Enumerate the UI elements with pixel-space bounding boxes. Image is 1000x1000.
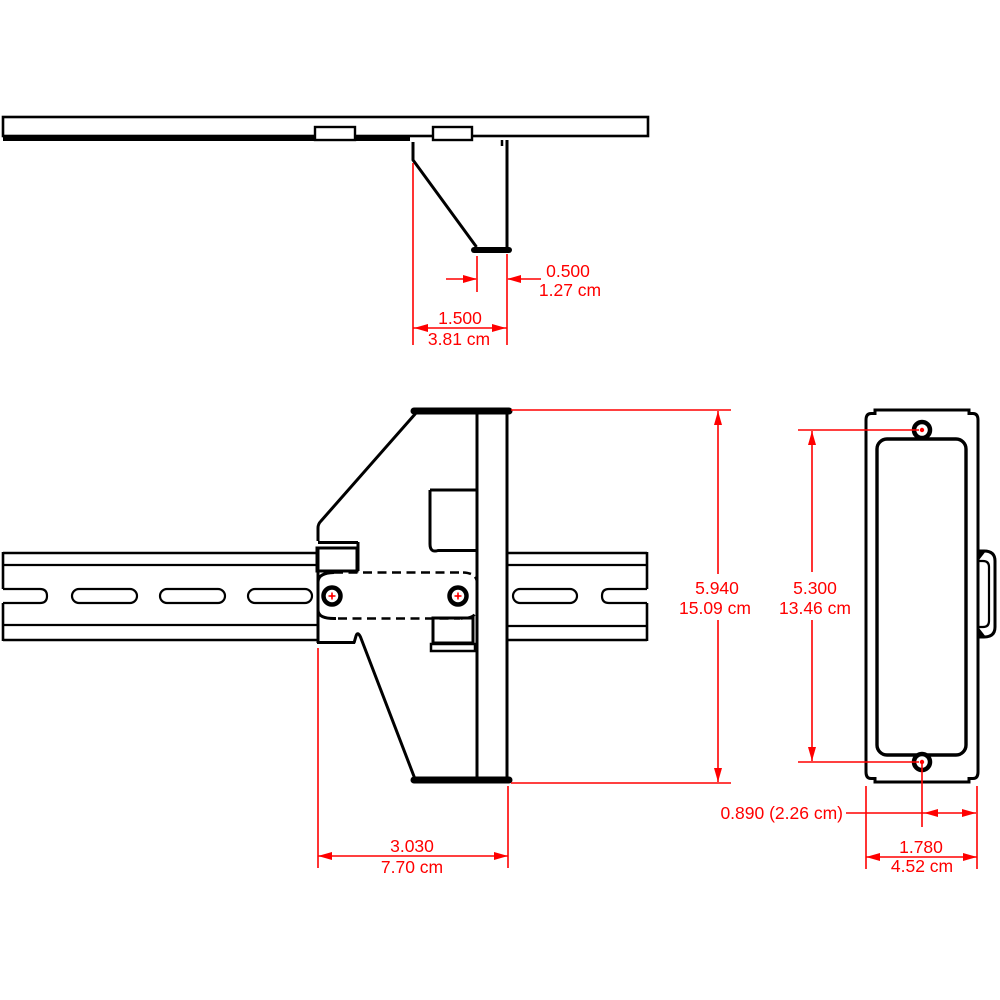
- arrowhead: [714, 411, 722, 425]
- dim-hole-spacing-inch: 5.300: [793, 578, 837, 598]
- bracket-side-view: [315, 407, 513, 784]
- dim-bracket-depth-inch: 3.030: [390, 836, 434, 856]
- rail-slot: [3, 587, 49, 605]
- arrowhead: [494, 852, 508, 860]
- clamp-screw-left: [321, 585, 343, 607]
- side-view-dimensions: 3.030 7.70 cm 5.940 15.09 cm: [317, 409, 751, 877]
- rail-slot: [246, 587, 314, 605]
- clip-fillet: [979, 551, 986, 560]
- mounting-tab-right: [431, 125, 474, 142]
- din-rail-left-section: [1, 551, 317, 642]
- plate-recess: [875, 437, 968, 757]
- bracket-top-view: [411, 140, 512, 253]
- rail-slot: [600, 587, 647, 605]
- arrowhead: [963, 853, 977, 861]
- rail-slot: [70, 587, 139, 605]
- dim-overall-height-cm: 15.09 cm: [679, 598, 751, 618]
- arrowhead: [808, 747, 816, 761]
- dim-overall-height-inch: 5.940: [695, 578, 739, 598]
- dim-plate-width-cm: 4.52 cm: [891, 856, 953, 876]
- dim-plate-width-inch: 1.780: [899, 837, 943, 857]
- mounting-tab-left: [313, 125, 357, 142]
- arrowhead: [414, 324, 428, 332]
- rail-slot: [158, 587, 227, 605]
- rail-slot: [511, 587, 579, 605]
- arrowhead: [492, 324, 506, 332]
- dim-flange-thickness-cm: 1.27 cm: [539, 280, 601, 300]
- dim-hole-edge-offset: 0.890 (2.26 cm): [720, 803, 843, 823]
- din-rail-right-section: [507, 551, 649, 642]
- top-view-dimensions: 0.500 1.27 cm 1.500 3.81 cm: [412, 163, 601, 349]
- clip-fillet: [979, 628, 986, 637]
- arrowhead: [808, 431, 816, 445]
- clamp-screw-right: [447, 585, 469, 607]
- bracket-upper-diagonal: [316, 412, 418, 541]
- dim-flange-depth-inch: 1.500: [438, 308, 482, 328]
- arrowhead: [866, 853, 880, 861]
- dim-flange-thickness-inch: 0.500: [546, 261, 590, 281]
- rail-clip-upper: [428, 488, 476, 553]
- bracket-lower-diagonal: [352, 632, 417, 780]
- arrowhead: [714, 768, 722, 782]
- arrowhead: [924, 809, 938, 817]
- arrowhead: [463, 275, 477, 283]
- rail-hook-upper: [315, 546, 359, 573]
- dim-hole-spacing-cm: 13.46 cm: [779, 598, 851, 618]
- front-view: 5.300 13.46 cm 0.890 (2.26 cm) 1.780 4.5…: [720, 408, 997, 876]
- arrowhead: [962, 809, 976, 817]
- arrowhead: [507, 275, 521, 283]
- top-view: 0.500 1.27 cm 1.500 3.81 cm: [1, 115, 650, 349]
- side-view: 3.030 7.70 cm 5.940 15.09 cm: [1, 407, 751, 877]
- side-clip: [978, 549, 997, 639]
- arrowhead: [318, 852, 332, 860]
- dim-bracket-depth-cm: 7.70 cm: [381, 857, 443, 877]
- clamp-bar: [316, 571, 479, 621]
- dim-flange-depth-cm: 3.81 cm: [428, 329, 490, 349]
- rail-clip-lower: [429, 616, 477, 653]
- front-view-dimensions: 5.300 13.46 cm 0.890 (2.26 cm) 1.780 4.5…: [720, 429, 978, 876]
